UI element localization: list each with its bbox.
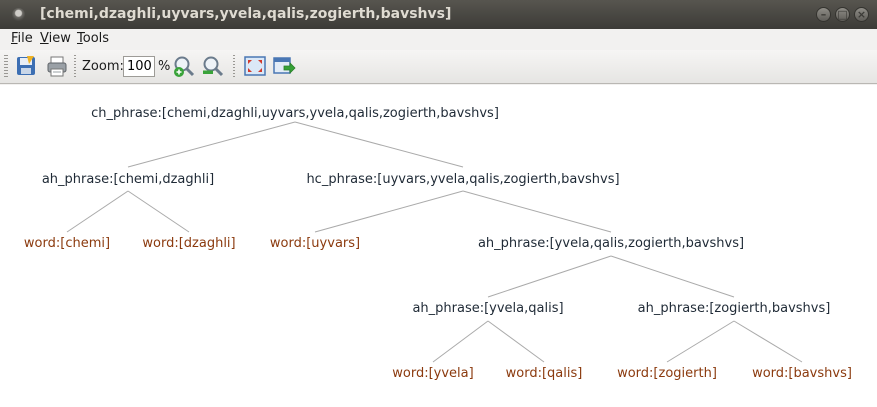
tree-node-word[interactable]: word:[zogierth] [617, 366, 717, 381]
window-title: [chemi,dzaghli,uyvars,yvela,qalis,zogier… [40, 6, 452, 22]
window-menu-icon[interactable] [12, 8, 25, 21]
tree-node-phrase[interactable]: ah_phrase:[yvela,qalis,zogierth,bavshvs] [478, 236, 744, 251]
tree-node-word[interactable]: word:[dzaghli] [142, 236, 235, 251]
tree-edge [487, 320, 545, 363]
menu-view[interactable]: View [40, 31, 71, 46]
save-icon[interactable] [14, 54, 38, 78]
tree-edge [666, 320, 735, 363]
tree-edge [127, 121, 296, 168]
print-icon[interactable] [45, 54, 69, 78]
tree-node-word[interactable]: word:[yvela] [392, 366, 473, 381]
tree-node-word[interactable]: word:[bavshvs] [752, 366, 852, 381]
tree-node-phrase[interactable]: hc_phrase:[uyvars,yvela,qalis,zogierth,b… [306, 172, 619, 187]
zoom-label: Zoom: [82, 59, 124, 74]
export-icon[interactable] [272, 54, 296, 78]
zoom-in-icon[interactable] [172, 54, 196, 78]
minimize-icon[interactable]: – [816, 7, 831, 22]
menu-bar: File View Tools [0, 29, 877, 50]
maximize-icon[interactable]: □ [835, 7, 850, 22]
title-bar[interactable]: [chemi,dzaghli,uyvars,yvela,qalis,zogier… [0, 0, 877, 29]
tree-node-phrase[interactable]: ah_phrase:[yvela,qalis] [412, 301, 563, 316]
tree-node-phrase[interactable]: ah_phrase:[zogierth,bavshvs] [638, 301, 831, 316]
close-icon[interactable]: × [854, 7, 869, 22]
tree-edge [432, 320, 489, 363]
tree-edge [733, 320, 803, 363]
zoom-out-icon[interactable] [201, 54, 225, 78]
menu-file[interactable]: File [11, 31, 33, 46]
toolbar-separator [233, 55, 235, 79]
tree-node-word[interactable]: word:[uyvars] [270, 236, 360, 251]
tree-edge [610, 255, 735, 298]
tree-node-root[interactable]: ch_phrase:[chemi,dzaghli,uyvars,yvela,qa… [91, 106, 499, 121]
tree-edge [294, 121, 464, 168]
tree-node-phrase[interactable]: ah_phrase:[chemi,dzaghli] [42, 172, 214, 187]
zoom-input[interactable] [123, 56, 155, 77]
toolbar-grip[interactable] [4, 55, 8, 79]
tree-node-word[interactable]: word:[chemi] [24, 236, 110, 251]
tree-edge [487, 255, 612, 298]
tree-edge [127, 190, 190, 233]
tree-edge [462, 190, 612, 233]
tree-edge [314, 190, 464, 233]
toolbar: Zoom: % [0, 50, 877, 84]
parse-tree: ch_phrase:[chemi,dzaghli,uyvars,yvela,qa… [24, 106, 852, 381]
tree-node-word[interactable]: word:[qalis] [506, 366, 583, 381]
fit-to-window-icon[interactable] [243, 54, 267, 78]
menu-tools[interactable]: Tools [77, 31, 110, 46]
tree-edge [66, 190, 129, 233]
tree-canvas: ch_phrase:[chemi,dzaghli,uyvars,yvela,qa… [0, 85, 877, 407]
toolbar-separator [74, 55, 76, 79]
zoom-percent-label: % [158, 59, 171, 74]
